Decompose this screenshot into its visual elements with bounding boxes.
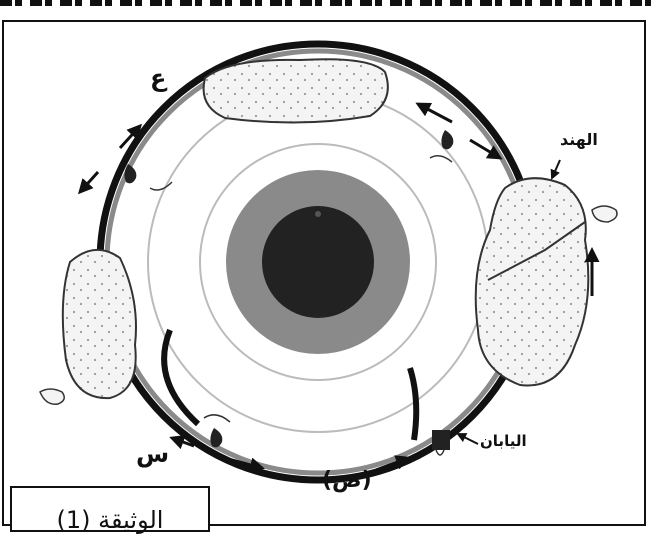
arrow-india-pointer [552, 160, 560, 178]
continent-left [63, 250, 136, 398]
continent-right-fragment [592, 206, 617, 222]
figure-caption: الوثيقة (1) [57, 506, 164, 534]
core-center-dot [315, 211, 321, 217]
label-japan: اليابان [480, 432, 527, 450]
japan-island-arc [432, 430, 450, 455]
continent-left-fragment [40, 389, 64, 404]
label-ain: ع [150, 64, 166, 92]
label-india: الهند [560, 130, 598, 149]
arrow-top-left-b [80, 172, 98, 192]
caption-box: الوثيقة (1) [10, 486, 210, 532]
label-sad: (ص) [322, 468, 372, 493]
inner-core [262, 206, 374, 318]
label-sin: س [136, 440, 169, 468]
continent-top [204, 59, 388, 122]
arrow-japan-pointer [458, 434, 478, 444]
